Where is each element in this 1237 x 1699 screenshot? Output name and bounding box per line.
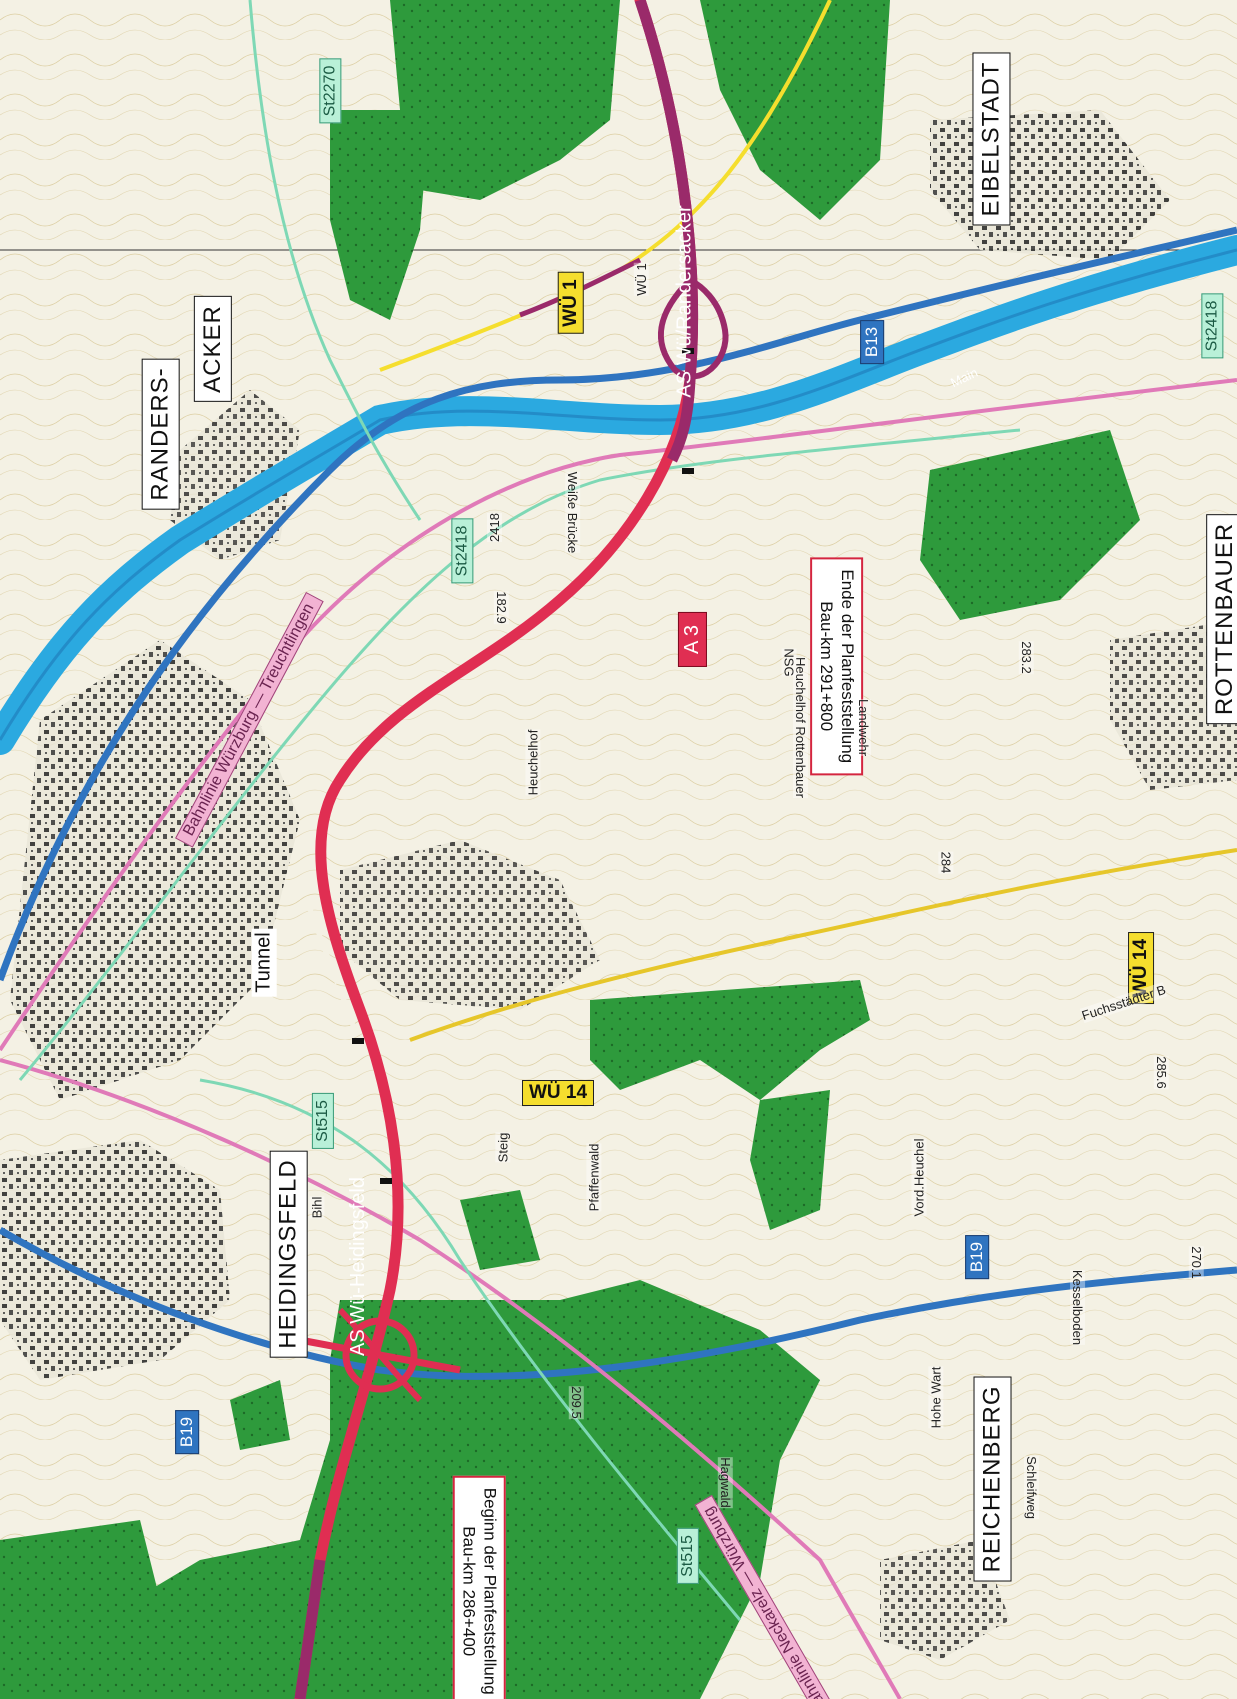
- junction-label-randersacker: AS Wü/Randersacker: [673, 205, 696, 398]
- road-st2270: [248, 0, 422, 521]
- river-main-edge: [0, 248, 1237, 741]
- elevation-283-2: 283.2: [1018, 641, 1034, 674]
- road-st515: [199, 1078, 742, 1621]
- feature-label-schleifweg: Schleifweg: [1023, 1456, 1039, 1519]
- feature-label-nsg: NSG: [781, 648, 797, 677]
- elevation-209-5: 209.5: [568, 1386, 584, 1419]
- plan-end-line1: Ende der Planfeststellung: [838, 569, 858, 764]
- feature-label-weisse-bruecke: Weiße Brücke: [565, 471, 581, 554]
- elevation-182-9: 182.9: [493, 591, 509, 624]
- junction-label-heidingsfeld: AS Wü-Heidingsfeld: [346, 1177, 369, 1356]
- forest-heuchelhof-south: [590, 980, 870, 1100]
- rail-neckarelz-wuerzburg: [0, 1058, 902, 1699]
- rail-wuerzburg-treuchtlingen: [0, 378, 1237, 1052]
- feature-label-vord-heuchel: Vord.Heuchel: [911, 1138, 927, 1217]
- road-shield-b13: B13: [860, 319, 885, 365]
- road-shield-wu14-center: WÜ 14: [522, 1080, 595, 1106]
- forest-north: [390, 0, 620, 200]
- forest-north-east: [700, 0, 890, 220]
- forest-south: [80, 1280, 820, 1699]
- road-shield-st2418-east: St2418: [1201, 293, 1224, 359]
- road-shield-st2270: St2270: [319, 58, 342, 124]
- forest-vord-heuchel: [750, 1090, 830, 1230]
- forest-south-west: [0, 1520, 160, 1699]
- road-label-st2418-number: 2418: [486, 513, 502, 542]
- town-label-acker: ACKER: [193, 296, 232, 402]
- feature-label-hohe-wart: Hohe Wart: [928, 1366, 944, 1429]
- plan-begin-box: Beginn der Planfeststellung Bau-km 286+4…: [453, 1475, 506, 1699]
- elevation-285-6: 285.6: [1153, 1056, 1169, 1089]
- urban-heidingsfeld: [0, 1140, 230, 1380]
- road-b13: [0, 226, 1237, 982]
- road-st2418: [18, 428, 1021, 1081]
- road-b19: [0, 1226, 1237, 1380]
- feature-label-bihl: Bihl: [309, 1196, 325, 1219]
- plan-begin-line2: Bau-km 286+400: [459, 1526, 479, 1657]
- road-wu14: [409, 848, 1237, 1042]
- road-shield-b19-west: B19: [175, 1409, 200, 1455]
- forest-areas: [0, 0, 1140, 1699]
- motorway-shield-a3: A 3: [677, 612, 707, 667]
- forest-randersacker: [330, 110, 430, 320]
- feature-label-steig: Steig: [495, 1132, 511, 1163]
- feature-label-kesselboden: Kesselboden: [1070, 1269, 1086, 1346]
- road-shield-st2418: St2418: [451, 518, 474, 584]
- motorway-a3-south: [294, 1559, 326, 1699]
- feature-label-hagwald: Hagwald: [717, 1457, 733, 1508]
- town-label-rottenbauer: ROTTENBAUER: [1206, 513, 1237, 725]
- motorway-a3-north: [634, 0, 699, 463]
- road-shield-b19-east: B19: [965, 1234, 990, 1280]
- road-shield-st515-west: St515: [676, 1528, 699, 1584]
- km-markers: [352, 348, 694, 1184]
- forest-patch-west: [230, 1380, 290, 1450]
- road-shield-st515-center: St515: [311, 1093, 334, 1149]
- forest-steig: [460, 1190, 540, 1270]
- plan-end-line2: Bau-km 291+800: [816, 601, 836, 732]
- urban-rottenbauer: [1110, 620, 1237, 790]
- town-label-eibelstadt: EIBELSTADT: [972, 52, 1011, 226]
- town-label-randers: RANDERS-: [141, 358, 180, 510]
- road-label-wu1-small: WÜ 1: [633, 263, 649, 296]
- feature-label-landwehr: Landwehr: [856, 698, 872, 757]
- urban-heuchelhof: [340, 840, 600, 1010]
- road-shield-wu1: WÜ 1: [557, 272, 584, 334]
- elevation-284: 284: [938, 851, 954, 874]
- junction-heidingsfeld: [299, 1307, 461, 1403]
- feature-label-heuchelhof: Heuchelhof: [525, 729, 541, 796]
- elevation-270-1: 270.1: [1188, 1246, 1204, 1279]
- town-label-heidingsfeld: HEIDINGSFELD: [269, 1150, 308, 1358]
- plan-begin-line1: Beginn der Planfeststellung: [480, 1487, 500, 1695]
- feature-label-pfaffenwald: Pfaffenwald: [586, 1143, 602, 1212]
- town-label-reichenberg: REICHENBERG: [973, 1376, 1012, 1582]
- feature-label-tunnel: Tunnel: [251, 928, 277, 997]
- forest-rottenbauer: [920, 430, 1140, 620]
- feature-label-heuchelhof-rottenbauer: Heuchelhof Rottenbauer: [792, 657, 808, 798]
